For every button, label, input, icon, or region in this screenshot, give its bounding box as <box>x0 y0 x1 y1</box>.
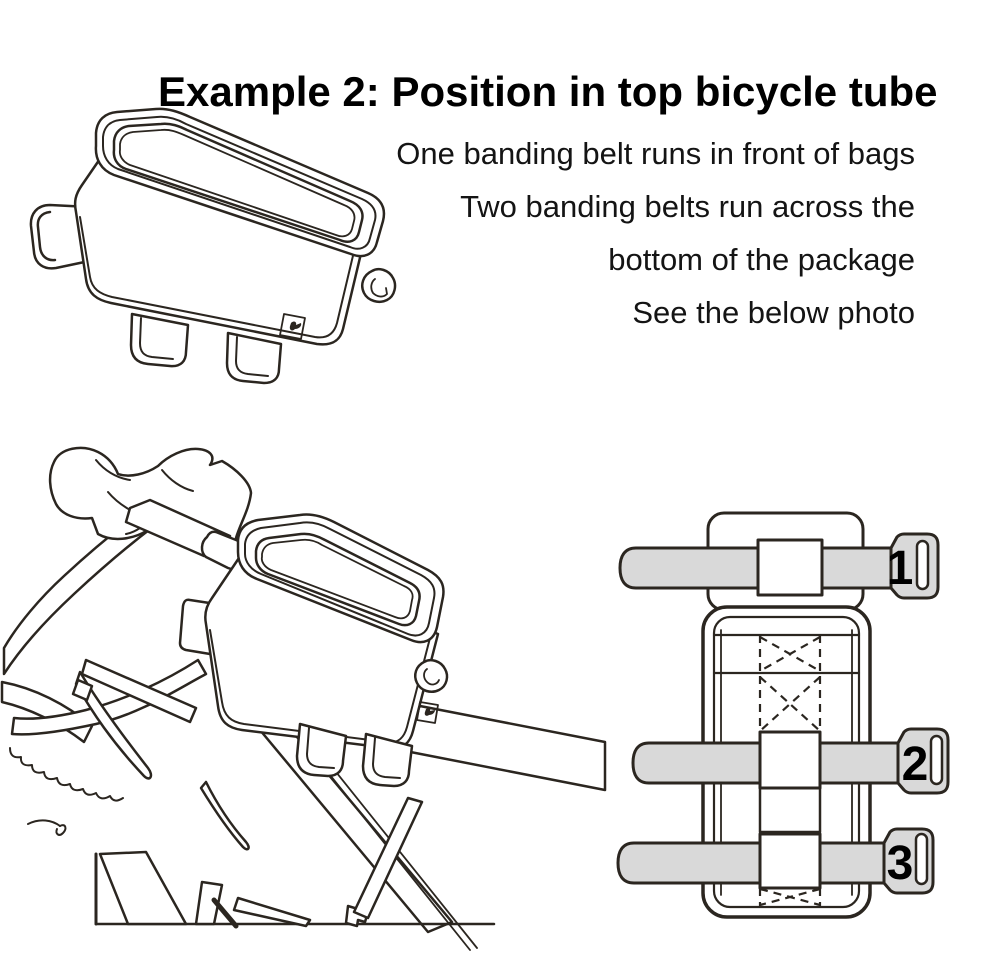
bag-phone-window <box>112 122 364 243</box>
belt-2: 2 <box>631 727 950 795</box>
instruction-line-4: See the below photo <box>632 295 915 330</box>
belt-2-number: 2 <box>902 738 929 791</box>
instruction-line-1: One banding belt runs in front of bags <box>396 136 915 171</box>
belt-3-number: 3 <box>887 837 914 890</box>
belt-1-keeper-loop <box>756 538 824 597</box>
bag-bottom-strap-icon <box>129 312 190 368</box>
belt-1-slot <box>915 539 930 591</box>
cable-coil-icon <box>9 747 124 802</box>
bag-illustration <box>29 107 397 385</box>
belt-3-keeper-loop <box>758 832 822 890</box>
instruction-text: One banding belt runs in front of bags T… <box>396 127 915 339</box>
instruction-line-3: bottom of the package <box>608 242 915 277</box>
mounted-bag-body <box>204 550 440 750</box>
mounted-bag-port-icon <box>414 659 449 693</box>
mounted-bag <box>204 513 449 788</box>
strap-diagram: 1 2 <box>616 511 950 919</box>
belt-1: 1 <box>618 532 940 600</box>
fork <box>10 658 208 736</box>
bicycle-line-art <box>0 446 607 951</box>
belt-1-number: 1 <box>887 542 914 595</box>
instruction-line-2: Two banding belts run across the <box>460 189 915 224</box>
page-title: Example 2: Position in top bicycle tube <box>158 68 938 116</box>
velcro-strip <box>758 635 822 907</box>
bicycle-illustration <box>0 446 607 951</box>
mounted-bag-phone-window <box>254 532 421 627</box>
brand-logo-icon <box>279 313 306 340</box>
belt-3: 3 <box>616 827 935 895</box>
belt-3-slot <box>914 832 929 886</box>
bag-body <box>73 151 365 346</box>
belt-2-keeper-loop <box>758 730 822 790</box>
bag-line-art <box>29 107 397 385</box>
strap-diagram-art: 1 2 <box>616 511 950 919</box>
brand-logo-icon <box>416 701 439 724</box>
top-tube <box>388 704 607 792</box>
belt-2-slot <box>929 734 944 786</box>
